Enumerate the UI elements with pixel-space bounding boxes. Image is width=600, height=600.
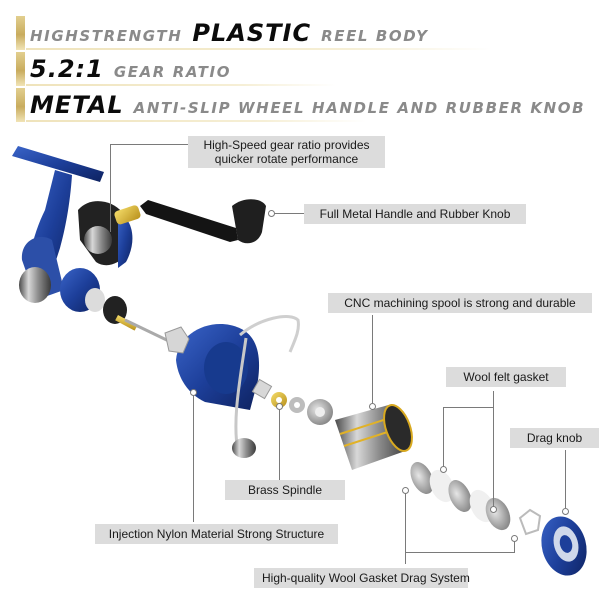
gold-accent-bar [16,88,25,122]
shaft-parts [103,296,176,346]
pointer-dot [369,403,376,410]
pointer-dot [440,466,447,473]
leader-line [193,392,194,522]
pointer-dot [490,506,497,513]
callout-brass-spindle: Brass Spindle [225,480,345,500]
callout-text: Wool felt gasket [463,370,549,384]
pointer-dot [276,403,283,410]
feature-prefix: HIGHSTRENGTH [30,27,183,45]
drag-washers [410,462,542,536]
callout-spool: CNC machining spool is strong and durabl… [328,293,592,313]
callout-text: Full Metal Handle and Rubber Knob [319,207,511,221]
feature-underline [26,84,336,86]
handle [114,199,266,244]
pointer-dot [402,487,409,494]
callout-nylon-body: Injection Nylon Material Strong Structur… [95,524,338,544]
callout-text: High-quality Wool Gasket Drag System [262,571,470,585]
leader-line [443,407,493,408]
feature-highlight: PLASTIC [192,19,312,47]
leader-line [493,391,494,508]
feature-plastic-body: HIGHSTRENGTH PLASTIC REEL BODY [16,16,491,50]
leader-line [110,144,111,232]
rotor-bail [164,315,300,458]
callout-gear-ratio: High-Speed gear ratio provides quicker r… [188,136,385,168]
leader-line [405,490,406,564]
washers [251,378,333,425]
callout-drag-system: High-quality Wool Gasket Drag System [254,568,470,588]
leader-line [110,144,188,145]
leader-line [372,315,373,403]
feature-underline [26,120,366,122]
callout-text: High-Speed gear ratio provides [203,138,370,152]
pointer-dot [268,210,275,217]
callout-drag-knob: Drag knob [510,428,599,448]
callout-text: Injection Nylon Material Strong Structur… [108,527,325,541]
leader-line [443,407,444,467]
spool [335,404,413,470]
pointer-dot [511,535,518,542]
leader-line [405,552,515,553]
reel-body [12,146,105,312]
feature-highlight: METAL [30,91,124,119]
callout-text: CNC machining spool is strong and durabl… [344,296,576,310]
drag-knob [541,516,587,576]
feature-suffix: REEL BODY [321,27,429,45]
pointer-dot [190,389,197,396]
leader-line [272,213,304,214]
callout-text: Drag knob [526,431,583,445]
feature-underline [26,48,491,50]
gold-accent-bar [16,52,25,86]
feature-suffix: GEAR RATIO [113,63,232,81]
leader-line [279,406,280,480]
callout-handle: Full Metal Handle and Rubber Knob [304,204,526,224]
callout-text: quicker rotate performance [214,152,359,166]
feature-gear-ratio: 5.2:1 GEAR RATIO [16,52,336,86]
leader-line [565,450,566,508]
gold-accent-bar [16,16,25,50]
callout-text: Brass Spindle [247,483,323,497]
pointer-dot [562,508,569,515]
callout-wool-felt-gasket: Wool felt gasket [446,367,566,387]
feature-highlight: 5.2:1 [30,55,104,83]
leader-line [514,540,515,553]
feature-suffix: ANTI-SLIP WHEEL HANDLE AND RUBBER KNOB [133,99,586,117]
feature-metal-handle: METAL ANTI-SLIP WHEEL HANDLE AND RUBBER … [16,88,584,122]
